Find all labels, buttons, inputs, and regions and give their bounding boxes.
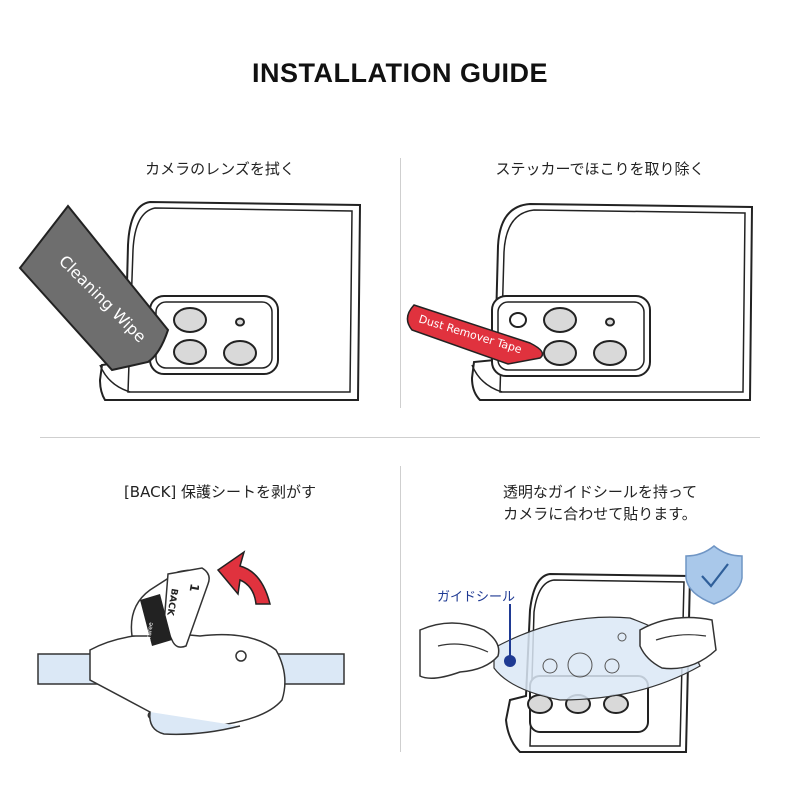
- divider-vertical-top: [400, 158, 401, 408]
- step2-caption: ステッカーでほこりを取り除く: [495, 160, 705, 178]
- divider-vertical-bottom: [400, 466, 401, 752]
- left-hand-icon: [419, 622, 500, 679]
- tab-number: 1: [187, 582, 202, 593]
- back-tab: araree 1 BACK: [130, 567, 210, 648]
- page-title: INSTALLATION GUIDE: [252, 58, 548, 88]
- step1-caption: カメラのレンズを拭く: [145, 160, 295, 178]
- right-hand-icon: [639, 616, 717, 670]
- step4-caption-line1: 透明なガイドシールを持って: [502, 483, 698, 501]
- shield-check-icon: [685, 545, 743, 605]
- guide-seal-label: ガイドシール: [437, 590, 515, 605]
- protective-sheet: [89, 633, 286, 736]
- brand-label: araree: [145, 622, 155, 643]
- guide-seal-callout: ガイドシール: [437, 590, 516, 667]
- divider-horizontal: [40, 437, 760, 438]
- step4-caption-line2: カメラに合わせて貼ります。: [503, 505, 697, 523]
- curved-arrow-icon: [216, 550, 271, 605]
- step3-caption: [BACK] 保護シートを剥がす: [123, 483, 317, 501]
- tab-label: BACK: [164, 587, 179, 617]
- phone-back-step1: [98, 200, 362, 401]
